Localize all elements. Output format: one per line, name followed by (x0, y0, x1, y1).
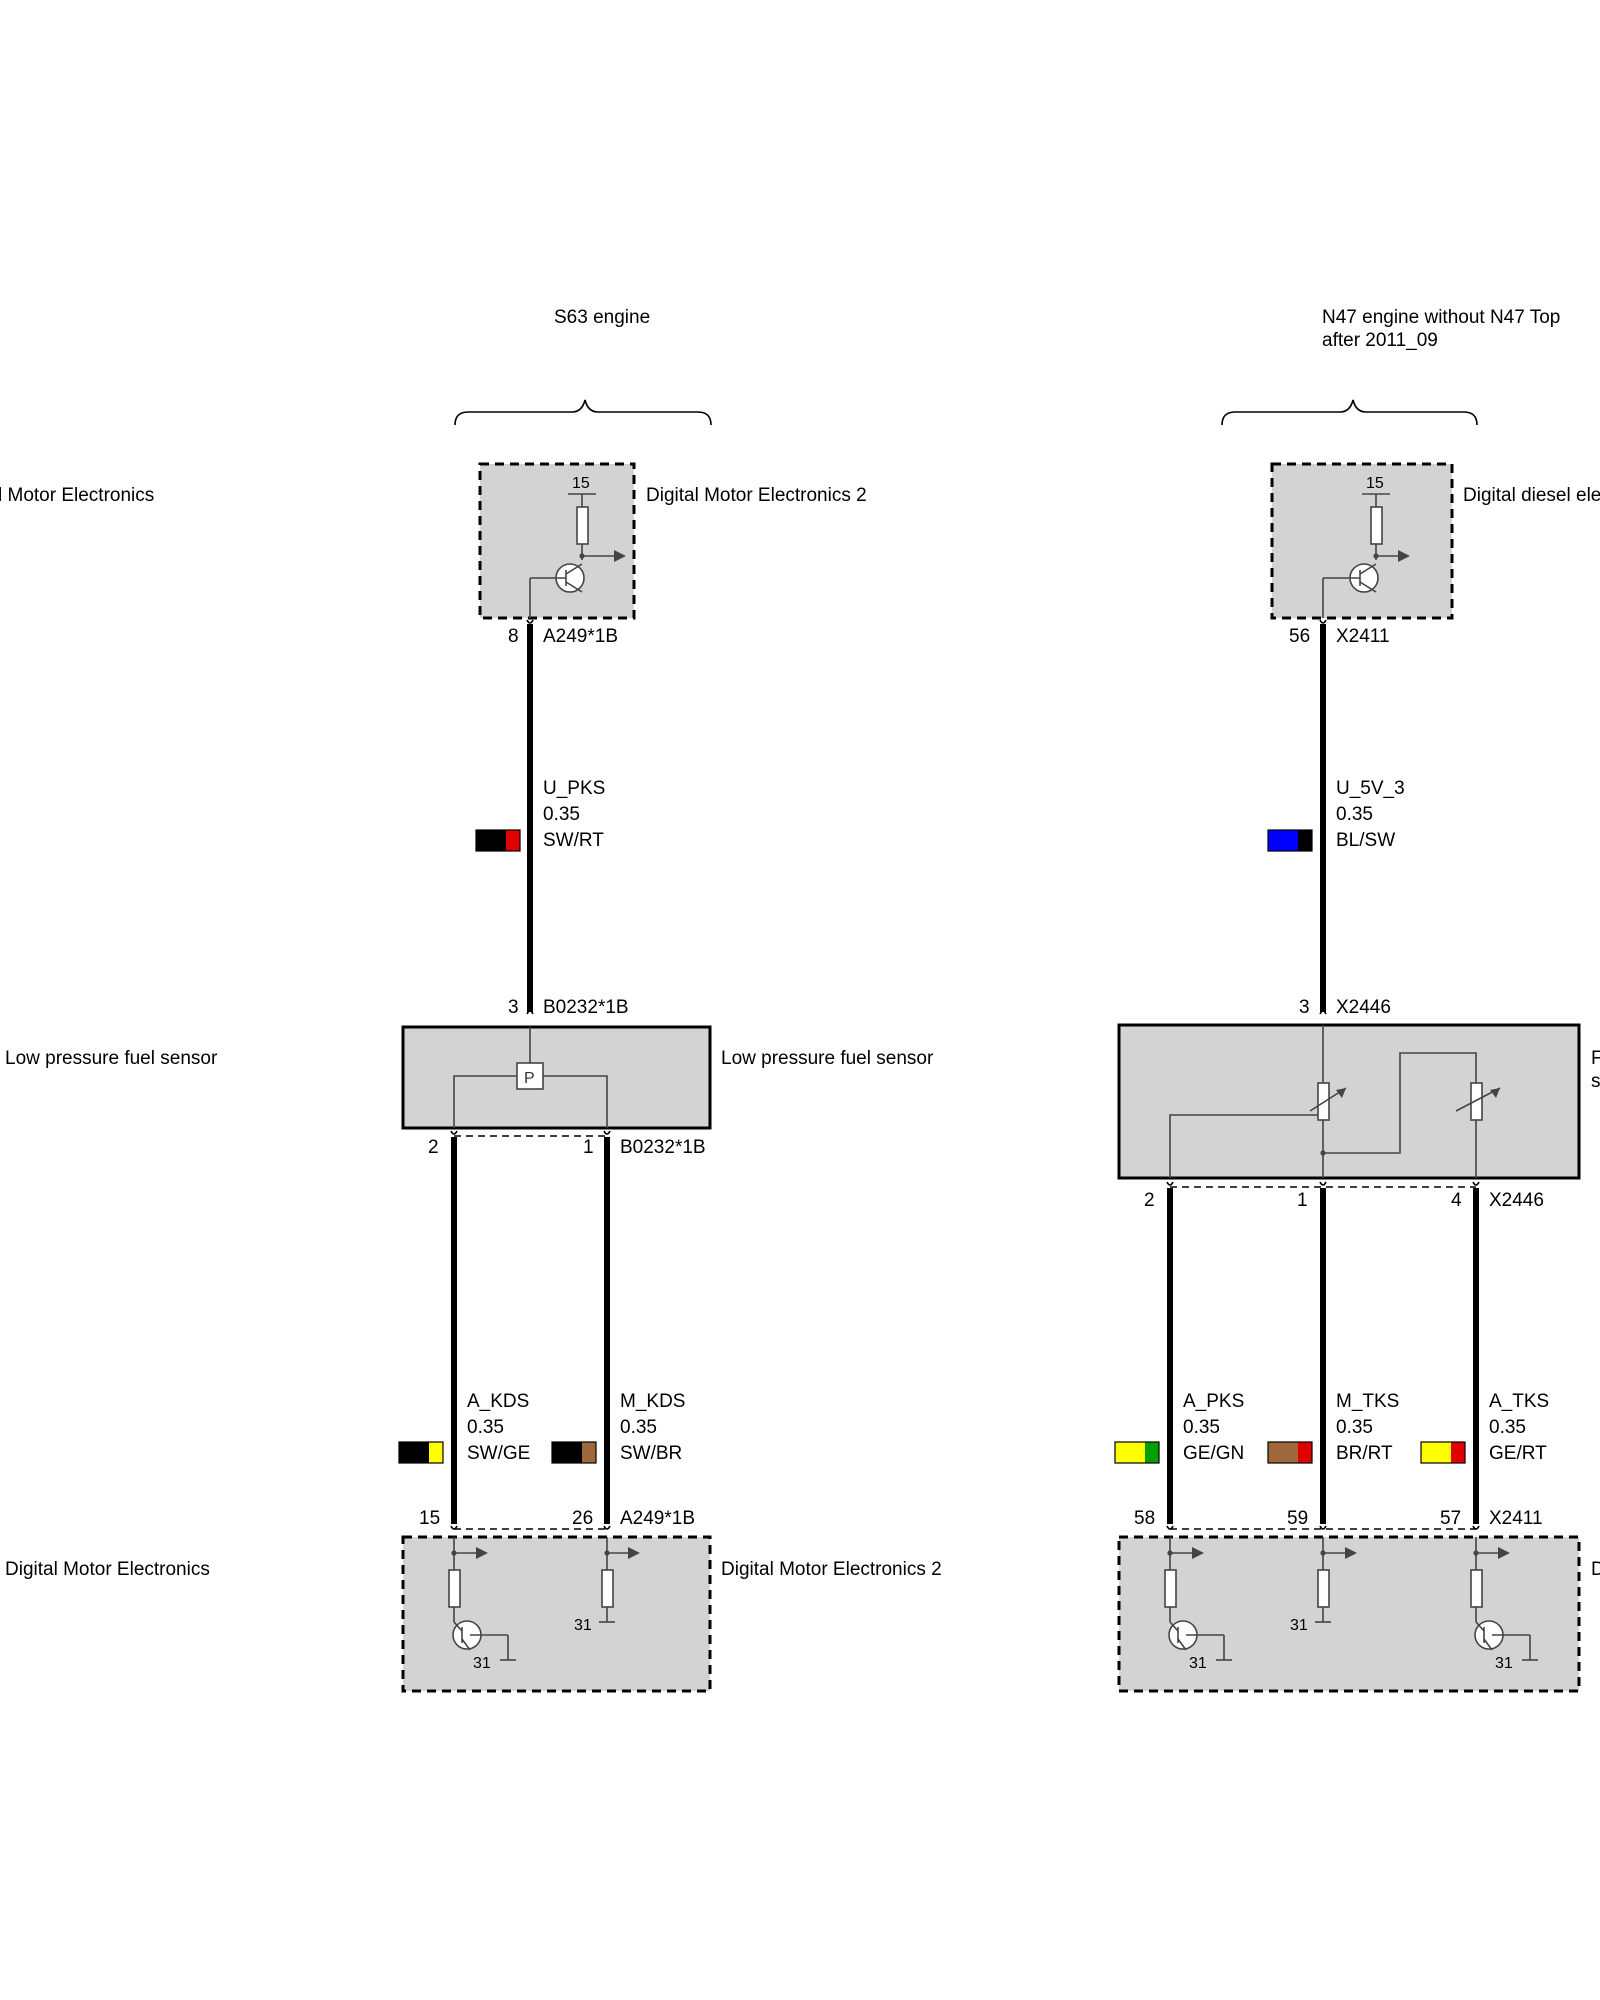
left-dme-bottom-label: Digital Motor Electronics (5, 1559, 210, 1580)
output-arrow (614, 550, 626, 562)
dme2-top-label: Digital Motor Electronics 2 (646, 485, 867, 506)
n47-fuel-sensor (1117, 1023, 1581, 1180)
wire-m-kds-color: SW/BR (620, 1443, 682, 1464)
n47-sensor-bottom-connector: X2446 (1489, 1190, 1544, 1211)
ground-31-n47-b: 31 (1290, 1617, 1308, 1634)
s63-ecu-pin-15: 15 (419, 1508, 440, 1529)
wire-u-pks-gauge: 0.35 (543, 804, 580, 825)
right-bottom-label-clipped: D (1591, 1559, 1600, 1580)
n47-sensor-top-connector: X2446 (1336, 997, 1391, 1018)
swatch-sw-rt (475, 829, 521, 852)
wire-m-tks-color: BR/RT (1336, 1443, 1393, 1464)
wire-m-tks-gauge: 0.35 (1336, 1417, 1373, 1438)
n47-sensor-pin-1: 1 (1297, 1190, 1308, 1211)
supply-terminal-15: 15 (572, 475, 590, 492)
left-sensor-label: Low pressure fuel sensor (5, 1048, 218, 1069)
right-sensor-label-clipped-a: F (1591, 1048, 1600, 1069)
s63-dme2-bottom-unit: 31 31 (401, 1535, 712, 1693)
n47-top-connector: X2411 (1336, 626, 1390, 647)
wire-m-tks-signal: M_TKS (1336, 1391, 1399, 1412)
s63-sensor-pin-2: 2 (428, 1137, 439, 1158)
wire-a-tks-color: GE/RT (1489, 1443, 1547, 1464)
wire-a-pks-gauge: 0.35 (1183, 1417, 1220, 1438)
swatch-sw-br (551, 1441, 597, 1464)
s63-top-pin: 8 (508, 626, 519, 647)
pressure-symbol: P (524, 1070, 535, 1087)
left-dme-label: l Motor Electronics (0, 485, 154, 506)
n47-ecu-pin-57: 57 (1440, 1508, 1461, 1529)
n47-engine-header-date: after 2011_09 (1322, 330, 1438, 351)
n47-ecu-pin-59: 59 (1287, 1508, 1308, 1529)
wire-u-5v-3-gauge: 0.35 (1336, 804, 1373, 825)
dme2-bottom-label: Digital Motor Electronics 2 (721, 1559, 942, 1580)
wire-u-5v-3-signal: U_5V_3 (1336, 778, 1405, 799)
s63-sensor-pin-1: 1 (583, 1137, 594, 1158)
wire-a-tks-signal: A_TKS (1489, 1391, 1549, 1412)
n47-sensor-pin-2: 2 (1144, 1190, 1155, 1211)
n47-sensor-pin-4: 4 (1451, 1190, 1462, 1211)
ground-31-right: 31 (574, 1617, 592, 1634)
dde-top-label: Digital diesel ele (1463, 485, 1600, 506)
ground-31-n47-a: 31 (1189, 1655, 1207, 1672)
wire-a-kds-color: SW/GE (467, 1443, 530, 1464)
s63-sensor-top-pin: 3 (508, 997, 519, 1018)
s63-top-connector: A249*1B (543, 626, 618, 647)
s63-sensor-label: Low pressure fuel sensor (721, 1048, 934, 1069)
wire-a-pks-signal: A_PKS (1183, 1391, 1244, 1412)
s63-ecu-connector: A249*1B (620, 1508, 695, 1529)
wire-u-5v-3-color: BL/SW (1336, 830, 1395, 851)
s63-dme2-top-unit: 15 (478, 462, 636, 620)
swatch-sw-ge (398, 1441, 444, 1464)
wire-a-kds-signal: A_KDS (467, 1391, 529, 1412)
swatch-ge-rt (1420, 1441, 1466, 1464)
s63-sensor-top-connector: B0232*1B (543, 997, 629, 1018)
resistor (576, 506, 589, 545)
ground-31-n47-c: 31 (1495, 1655, 1513, 1672)
n47-ecu-connector: X2411 (1489, 1508, 1543, 1529)
n47-dde-top-unit: 15 (1270, 462, 1454, 620)
n47-ecu-pin-58: 58 (1134, 1508, 1155, 1529)
supply-terminal-15-n47: 15 (1366, 475, 1384, 492)
n47-brace (1221, 399, 1478, 426)
ground-31-left: 31 (473, 1655, 491, 1672)
wire-a-pks-color: GE/GN (1183, 1443, 1244, 1464)
s63-low-pressure-fuel-sensor: P (401, 1025, 712, 1130)
wire-u-pks-signal: U_PKS (543, 778, 605, 799)
wire-a-tks-gauge: 0.35 (1489, 1417, 1526, 1438)
n47-dde-bottom-unit: 31 31 31 (1117, 1535, 1581, 1693)
n47-sensor-top-pin: 3 (1299, 997, 1310, 1018)
right-sensor-label-clipped-b: s (1591, 1071, 1600, 1092)
wire-a-kds-gauge: 0.35 (467, 1417, 504, 1438)
s63-brace (454, 399, 712, 426)
wire-m-kds-gauge: 0.35 (620, 1417, 657, 1438)
swatch-bl-sw (1267, 829, 1313, 852)
wire-u-pks-color: SW/RT (543, 830, 604, 851)
n47-top-pin: 56 (1289, 626, 1310, 647)
s63-engine-header: S63 engine (554, 307, 650, 328)
s63-sensor-bottom-connector: B0232*1B (620, 1137, 706, 1158)
swatch-ge-gn (1114, 1441, 1160, 1464)
n47-engine-header: N47 engine without N47 Top (1322, 307, 1560, 328)
wire-m-kds-signal: M_KDS (620, 1391, 685, 1412)
s63-ecu-pin-26: 26 (572, 1508, 593, 1529)
swatch-br-rt (1267, 1441, 1313, 1464)
